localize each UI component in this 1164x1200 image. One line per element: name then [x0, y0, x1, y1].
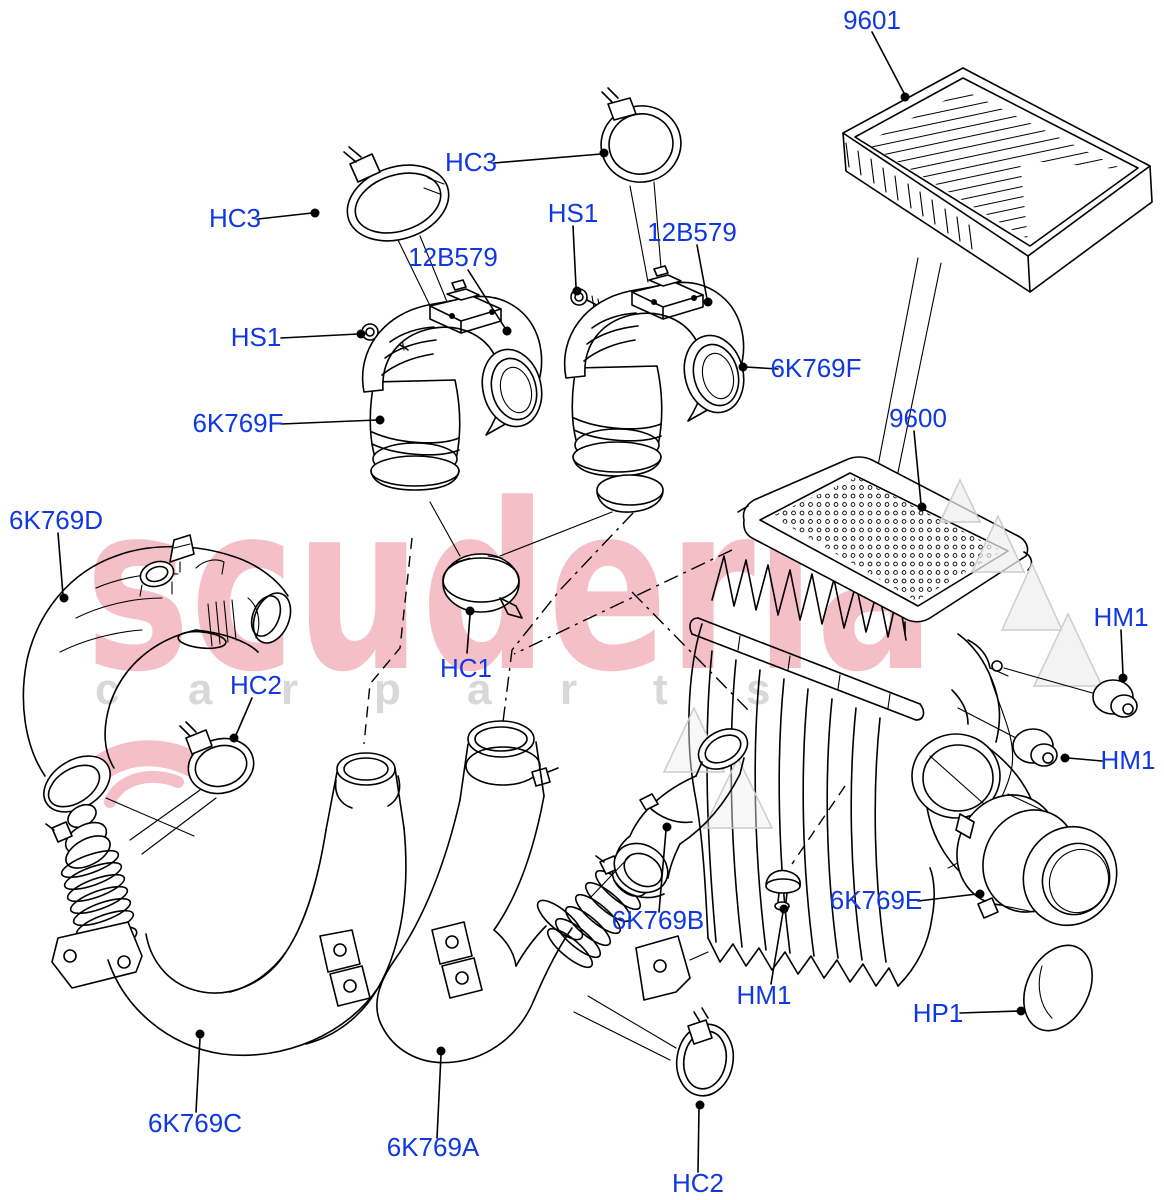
intake-duct-6k769d: [22, 534, 292, 837]
housing-ribs: [706, 650, 887, 963]
wm-letter-r2: r: [560, 665, 577, 714]
part-label-hc2-bottom[interactable]: HC2: [672, 1168, 724, 1198]
wm-letter-a1: a: [188, 665, 213, 714]
part-label-12b579-right[interactable]: 12B579: [647, 217, 737, 247]
wm-letter-r1: r: [281, 665, 298, 714]
blanking-cap-hp1: [1023, 944, 1093, 1032]
lid-perforations: [772, 477, 1002, 601]
hose-clamp-hc3-left: [343, 146, 453, 319]
right-elbow-hose-end: [596, 474, 664, 513]
part-label-hm1-lower[interactable]: HM1: [1101, 745, 1156, 775]
wm-letter-t: t: [653, 665, 668, 714]
leader-dots: [59, 92, 1128, 1110]
part-label-hc2-left[interactable]: HC2: [230, 670, 282, 700]
part-labels: 9601 HC3 HC3 HS1 12B579 12B579 HS1 6K769…: [9, 5, 1155, 1198]
part-label-9601[interactable]: 9601: [843, 5, 901, 35]
hose-clamp-hc2-bottom: [573, 995, 735, 1097]
push-pin-hm1-bottom: [765, 869, 801, 911]
resonator-pipe-6k769b: [589, 728, 749, 899]
intake-duct-6k769a: [376, 720, 649, 1064]
part-label-6k769a[interactable]: 6K769A: [387, 1132, 480, 1162]
part-label-12b579-left[interactable]: 12B579: [408, 242, 498, 272]
wm-letter-a2: a: [467, 665, 492, 714]
part-label-6k769d[interactable]: 6K769D: [9, 505, 103, 535]
grommet-hm1-upper: [1003, 667, 1138, 718]
filter-pleats: [845, 142, 973, 250]
part-label-6k769f-left[interactable]: 6K769F: [192, 408, 283, 438]
leader-lines: [57, 31, 1124, 1173]
part-label-6k769e[interactable]: 6K769E: [830, 885, 923, 915]
part-label-hs1-left[interactable]: HS1: [231, 322, 282, 352]
watermark-sub-letters: c a r p a r t s: [95, 665, 770, 714]
coupler-6k769e: [955, 793, 1118, 927]
part-label-hm1-upper[interactable]: HM1: [1094, 602, 1149, 632]
part-label-hm1-bottom[interactable]: HM1: [737, 980, 792, 1010]
part-label-6k769f-right[interactable]: 6K769F: [770, 353, 861, 383]
air-filter-element-9601: [842, 67, 1153, 590]
hose-clamp-hc2-left: [129, 721, 255, 855]
part-label-9600[interactable]: 9600: [889, 403, 947, 433]
part-label-hc3-left[interactable]: HC3: [209, 203, 261, 233]
intake-duct-6k769c: [45, 752, 407, 1056]
bellows-6k769a: [536, 869, 642, 969]
watermark-partial-letter-inner: [104, 770, 184, 808]
hose-clamp-hc3-right: [600, 87, 682, 283]
part-label-6k769b[interactable]: 6K769B: [612, 905, 705, 935]
part-label-hc1[interactable]: HC1: [440, 653, 492, 683]
part-label-hp1[interactable]: HP1: [913, 998, 964, 1028]
v-band-clamp-hc1: [429, 501, 613, 619]
part-label-hs1-right[interactable]: HS1: [548, 198, 599, 228]
grommet-hm1-lower: [957, 707, 1058, 767]
part-label-6k769c[interactable]: 6K769C: [148, 1108, 242, 1138]
part-label-hc3-right[interactable]: HC3: [445, 147, 497, 177]
wm-letter-p: p: [374, 665, 401, 714]
